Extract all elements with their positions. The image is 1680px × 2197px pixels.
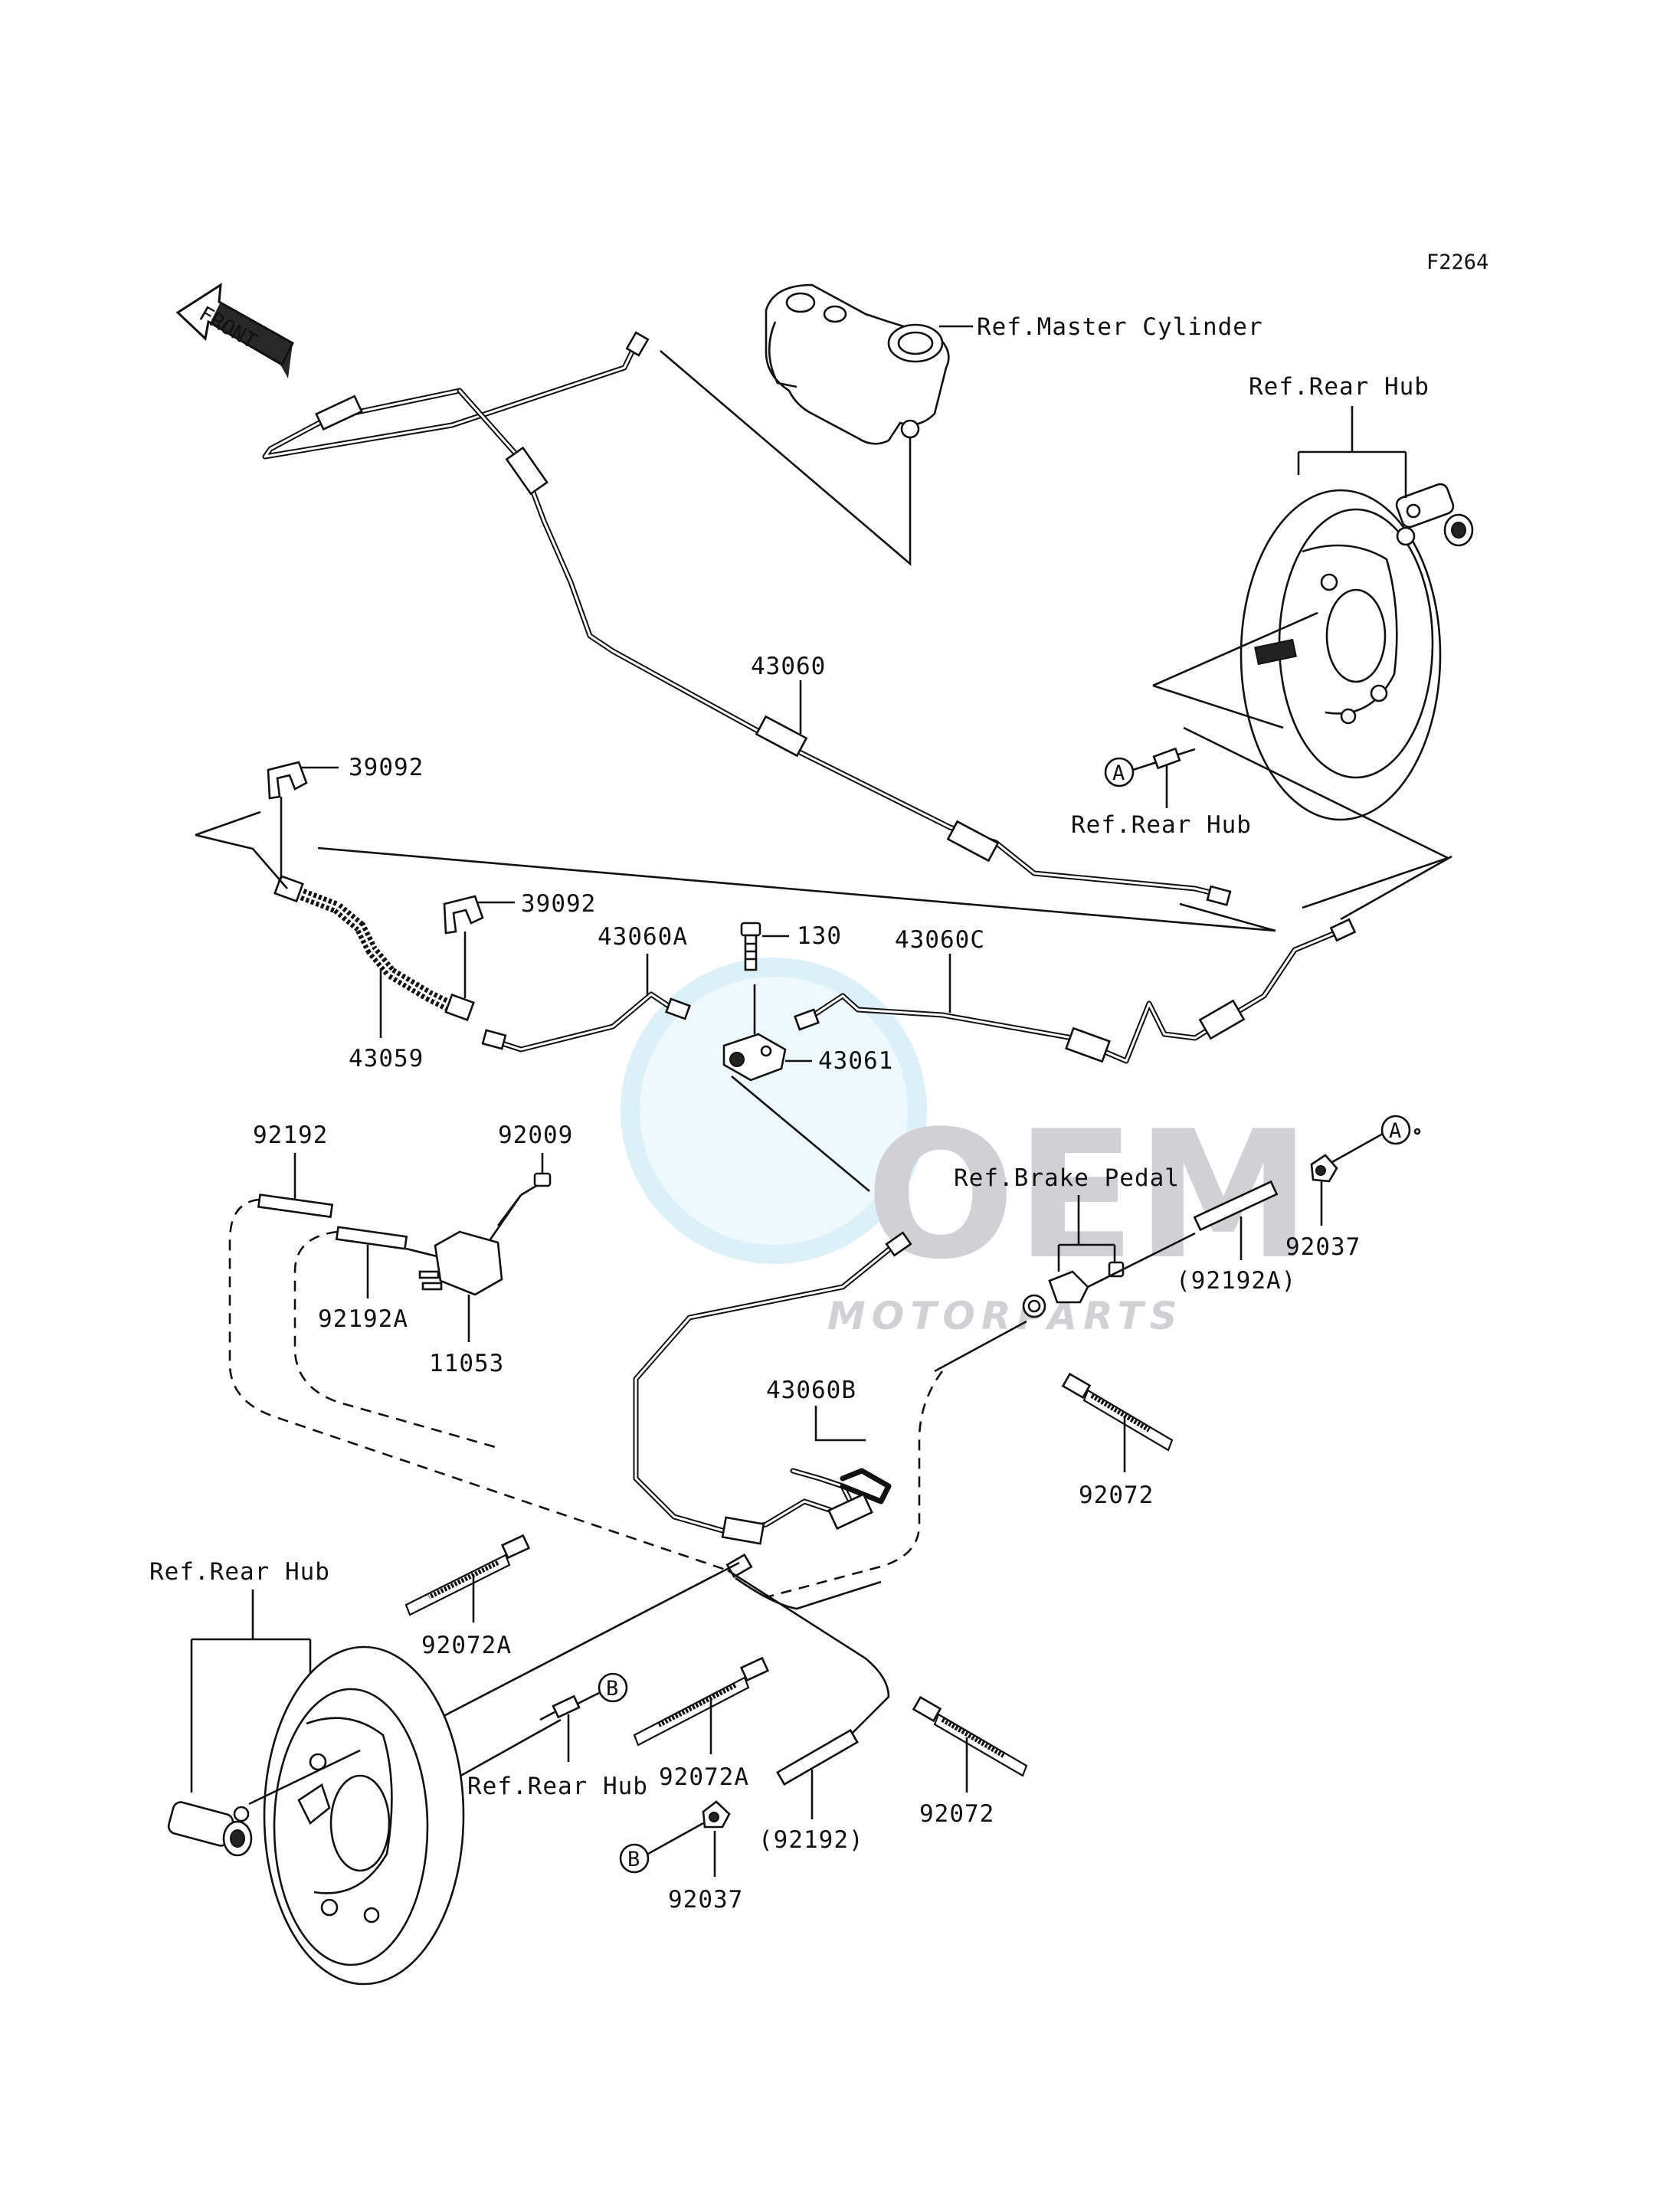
brake-switch-11053-icon (405, 1230, 503, 1296)
clamp-92037-top-icon (1310, 1154, 1338, 1183)
marker-b-mid: B (606, 1677, 618, 1701)
part-92192-label: 92192 (253, 1121, 328, 1149)
wheel-cylinder-bottom-icon (167, 1801, 253, 1857)
clip-39092-b-icon (443, 895, 484, 935)
rear-hub-top-right-icon (1240, 483, 1474, 821)
part-43060-label: 43060 (751, 653, 826, 680)
watermark: OEM MOTORPARTS (621, 958, 1312, 1338)
part-92072A-mid-label: 92072A (659, 1763, 749, 1791)
master-cylinder-icon (765, 283, 950, 445)
ref-rear-hub-top-label: Ref.Rear Hub (1249, 373, 1429, 401)
part-92037-top-label: 92037 (1285, 1233, 1361, 1261)
part-92072-right-label: 92072 (1079, 1482, 1154, 1509)
clip-39092-a-icon (267, 761, 308, 800)
cable-tie-92072-right-icon (1061, 1372, 1174, 1452)
brake-line-43060A (481, 991, 691, 1053)
ref-master-cylinder-label: Ref.Master Cylinder (977, 313, 1263, 341)
part-39092-a-label: 39092 (349, 754, 424, 781)
ref-rear-hub-bottom-mid-label: Ref.Rear Hub (467, 1773, 648, 1800)
part-92072A-left-label: 92072A (421, 1632, 512, 1659)
watermark-brand: OEM (866, 1094, 1312, 1298)
part-43059-label: 43059 (349, 1045, 424, 1072)
tube-92192-paren-icon (776, 1728, 859, 1786)
part-92192-paren-label: (92192) (758, 1826, 864, 1854)
brake-hose-43059 (273, 874, 475, 1022)
marker-a-right: A (1389, 1119, 1401, 1143)
part-43060B-label: 43060B (766, 1377, 856, 1404)
marker-b-mid-icon (598, 1672, 628, 1703)
cable-tie-92072A-mid-icon (633, 1656, 770, 1747)
watermark-sub: MOTORPARTS (827, 1294, 1184, 1338)
brake-line-43060C (794, 918, 1357, 1064)
wheel-cylinder-top-icon (1395, 483, 1474, 547)
bleeder-valve-top-icon (1152, 747, 1196, 770)
part-92037-bottom-label: 92037 (668, 1886, 743, 1914)
part-130-label: 130 (797, 922, 842, 950)
part-43060A-label: 43060A (598, 923, 688, 951)
marker-a-top: A (1112, 761, 1125, 785)
rear-hub-bottom-left-icon (167, 1645, 465, 1986)
brake-pedal-bracket-icon (1022, 1261, 1125, 1318)
marker-a-top-icon (1104, 757, 1135, 787)
screw-92009-icon (520, 1172, 552, 1197)
brake-line-43060 (262, 331, 1232, 906)
marker-a-right-icon (1380, 1115, 1411, 1145)
marker-b-bottom: B (627, 1848, 640, 1871)
part-11053-label: 11053 (429, 1350, 504, 1377)
part-92192A-label: 92192A (318, 1305, 408, 1333)
part-92192A-paren-label: (92192A) (1176, 1267, 1296, 1295)
part-92009-label: 92009 (498, 1121, 573, 1149)
bolt-130-icon (740, 922, 761, 971)
part-92072-bottom-label: 92072 (919, 1800, 994, 1828)
joint-43061-icon (722, 1033, 787, 1082)
brake-line-43060B (633, 1231, 912, 1579)
cable-tie-92072A-left-icon (404, 1534, 531, 1616)
ref-brake-pedal-label: Ref.Brake Pedal (954, 1164, 1180, 1192)
clamp-92037-bottom-icon (702, 1800, 731, 1829)
tube-92192A-paren-icon (1193, 1180, 1279, 1232)
part-39092-b-label: 39092 (521, 890, 596, 918)
front-arrow-icon: FRONT (175, 283, 294, 378)
marker-b-bottom-icon (619, 1843, 650, 1874)
cable-tie-92072-bottom-icon (912, 1695, 1028, 1777)
ref-rear-hub-bottom-left-label: Ref.Rear Hub (149, 1558, 330, 1586)
figure-code: F2264 (1426, 250, 1488, 274)
part-43061-label: 43061 (818, 1047, 893, 1075)
ref-rear-hub-mid-label: Ref.Rear Hub (1071, 811, 1252, 839)
tube-92192A-icon (335, 1226, 408, 1250)
tube-92192-icon (257, 1193, 334, 1219)
part-43060C-label: 43060C (895, 926, 985, 954)
bleeder-valve-bottom-icon (539, 1694, 581, 1721)
